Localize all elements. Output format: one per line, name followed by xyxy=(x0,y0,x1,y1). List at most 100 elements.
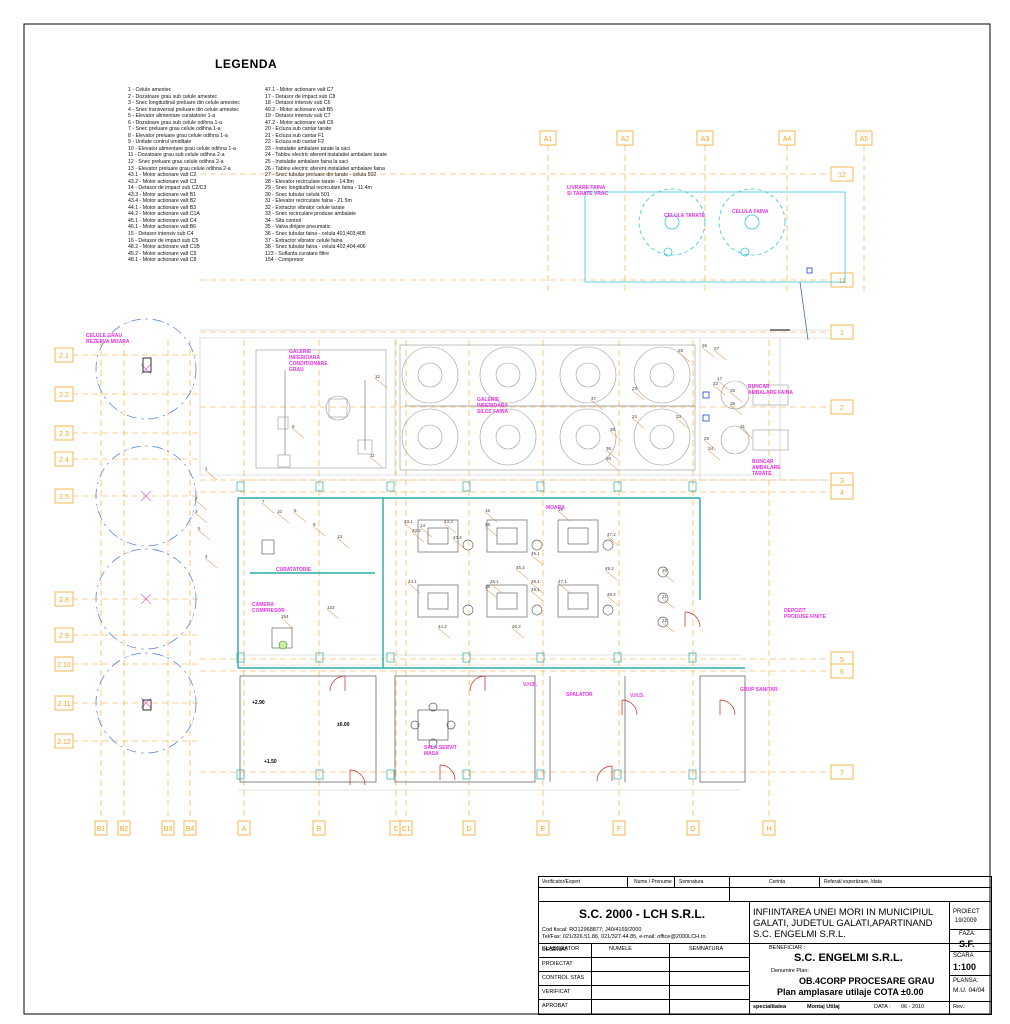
tb-company: S.C. 2000 - LCH S.R.L. xyxy=(579,907,706,921)
axis-label: G xyxy=(690,826,695,833)
equipment-tag-label: 154 xyxy=(281,614,289,619)
legend-item: 44.2 - Motor actionare valt C1A xyxy=(128,211,200,218)
equipment-tag: 49.2 xyxy=(604,566,618,581)
misc-details xyxy=(142,267,813,711)
equipment-tag: 13 xyxy=(336,534,350,549)
legend-item: 36 - Snec tubular faina - celula 401;403… xyxy=(265,231,366,238)
equipment-tag-label: 32 xyxy=(713,381,719,386)
equipment-tag-label: 3 xyxy=(195,509,198,514)
equipment-tag: 48.2 xyxy=(606,592,620,607)
axis-bubble: 1 xyxy=(830,324,854,340)
equipment-tag-label: 5 xyxy=(198,526,201,531)
legend-item: 28 - Elevator recirculare tarate - 14.8m xyxy=(265,178,354,185)
equipment-tag-label: 1 xyxy=(205,466,208,471)
axis-bubble: 2.9 xyxy=(54,627,74,643)
axis-label: B xyxy=(317,826,322,833)
tb-beneficiar: S.C. ENGELMI S.R.L. xyxy=(794,952,903,964)
equipment-tag-label: 44.1 xyxy=(408,579,417,584)
equipment-tag: 11 xyxy=(369,453,383,468)
equipment-tag: 43.4 xyxy=(452,535,466,550)
legend-item: 43.3 - Motor actionare valt B1 xyxy=(128,191,197,198)
lower-rooms-walls xyxy=(239,675,746,783)
equipment-tag-label: 123 xyxy=(327,605,335,610)
equipment-tag-label: 9 xyxy=(313,522,316,527)
tb-montaj: Montaj Utilaj xyxy=(807,1004,840,1010)
legend-item: 21 - Ecluza sub cantar F1 xyxy=(265,132,325,139)
tb-scara-value: 1:100 xyxy=(953,962,977,972)
level-mark: ±0.00 xyxy=(337,722,350,728)
equipment-tag-label: 21 xyxy=(662,594,668,599)
legend-item: 33 - Snec recirculare produse ambalate xyxy=(265,211,356,218)
equipment-tag: 26 xyxy=(701,343,715,358)
axis-label: B2 xyxy=(120,826,129,833)
tb-cerinta: Cerinta xyxy=(769,879,786,885)
legend-item: 20 - Ecluza sub cantar tarate xyxy=(265,126,332,133)
legend-item: 47.2 - Motor actionare valt C6 xyxy=(265,119,334,126)
axis-label: A2 xyxy=(621,136,630,143)
tb-proiect-value: 19/2009 xyxy=(955,918,977,924)
equipment-tag: 32 xyxy=(712,381,726,396)
equipment-tag: 46.2 xyxy=(511,624,525,639)
legend-title: LEGENDA xyxy=(215,57,278,71)
equipment-tag-label: 4 xyxy=(205,554,208,559)
equipment-tag: 35 xyxy=(729,401,743,416)
room-label: CURATATORIE xyxy=(276,567,312,573)
legend-item: 22 - Ecluza sub cantar F2 xyxy=(265,139,325,146)
equipment-tag-label: 16 xyxy=(485,522,491,527)
room-label: GRUP SANITAR xyxy=(740,687,778,693)
equipment-tag: 123 xyxy=(326,605,340,620)
legend-item: 24 - Tablou electric aferent instalatiei… xyxy=(265,152,387,159)
axis-bubble: E xyxy=(536,820,550,836)
legend-item: 47.1 - Motor actionare valt C7 xyxy=(265,87,334,93)
axis-label: 2.9 xyxy=(59,633,69,640)
equipment-tag-label: 43.1 xyxy=(404,519,413,524)
equipment-tag-label: 46.2 xyxy=(512,624,521,629)
legend-item: 35 - Valva dirijare pneumatic xyxy=(265,224,331,231)
axis-bubble: B2 xyxy=(117,820,131,836)
tb-role: CONTROL STAS xyxy=(542,975,585,981)
legend-item: 30 - Snec tubular celula 501 xyxy=(265,191,330,198)
equipment-tag: 24 xyxy=(631,414,645,429)
equipment-tag: 28 xyxy=(677,348,691,363)
flour-silo-gallery xyxy=(399,344,789,471)
axis-bubble: 6 xyxy=(830,663,854,679)
equipment-tag: 3 xyxy=(194,509,208,524)
equipment-tag: 44.2 xyxy=(437,624,451,639)
axis-label: A xyxy=(242,826,247,833)
legend-item: 46.1 - Motor actionare valt B6 xyxy=(128,224,197,231)
legend-item: 37 - Extractor vibrator celule faina xyxy=(265,237,343,244)
legend-item: 43.2 - Motor actionare valt C3 xyxy=(128,178,197,185)
axis-gridlines xyxy=(72,145,865,820)
axis-label: B1 xyxy=(97,826,106,833)
equipment-tag-label: 7 xyxy=(262,499,265,504)
tb-contact: Tel/Fax: 021/326.51.86, 021/327.44.85, e… xyxy=(542,934,706,940)
equipment-tag-label: 8 xyxy=(292,424,295,429)
equipment-tag: 10 xyxy=(276,509,290,524)
tb-scara-label: SCARA xyxy=(953,953,974,959)
equipment-tag-label: 11 xyxy=(370,453,375,458)
reserve-wheat-silos xyxy=(95,318,197,754)
room-label: CELULA TARATE xyxy=(664,213,706,219)
axis-label: 2.3 xyxy=(59,431,69,438)
axis-bubble: B4 xyxy=(183,820,197,836)
equipment-tag: 36 xyxy=(605,446,619,461)
equipment-tag-label: 24 xyxy=(632,414,638,419)
axis-label: 2.2 xyxy=(59,392,69,399)
equipment-tag: 2 xyxy=(194,496,208,511)
tb-plansa-value: M.U. 04/04 xyxy=(953,987,985,994)
equipment-tag-label: 46.1 xyxy=(490,579,499,584)
equipment-tag-label: 45.1 xyxy=(531,551,540,556)
axis-bubble: 2.1 xyxy=(54,347,74,363)
title-block: Verificator/Expert Nume / Prenume Semnat… xyxy=(538,876,992,1015)
equipment-tags: 1234567891011121314151617181920212223242… xyxy=(194,343,753,639)
equipment-tag: 34 xyxy=(707,446,721,461)
equipment-tag-label: 18 xyxy=(485,584,491,589)
legend-item: 45.2 - Motor actionare valt C5 xyxy=(128,250,197,257)
axis-label: A4 xyxy=(783,136,792,143)
axis-label: 12 xyxy=(838,172,846,179)
legend-item: 49.2 - Motor actionare valt B5 xyxy=(265,106,334,113)
